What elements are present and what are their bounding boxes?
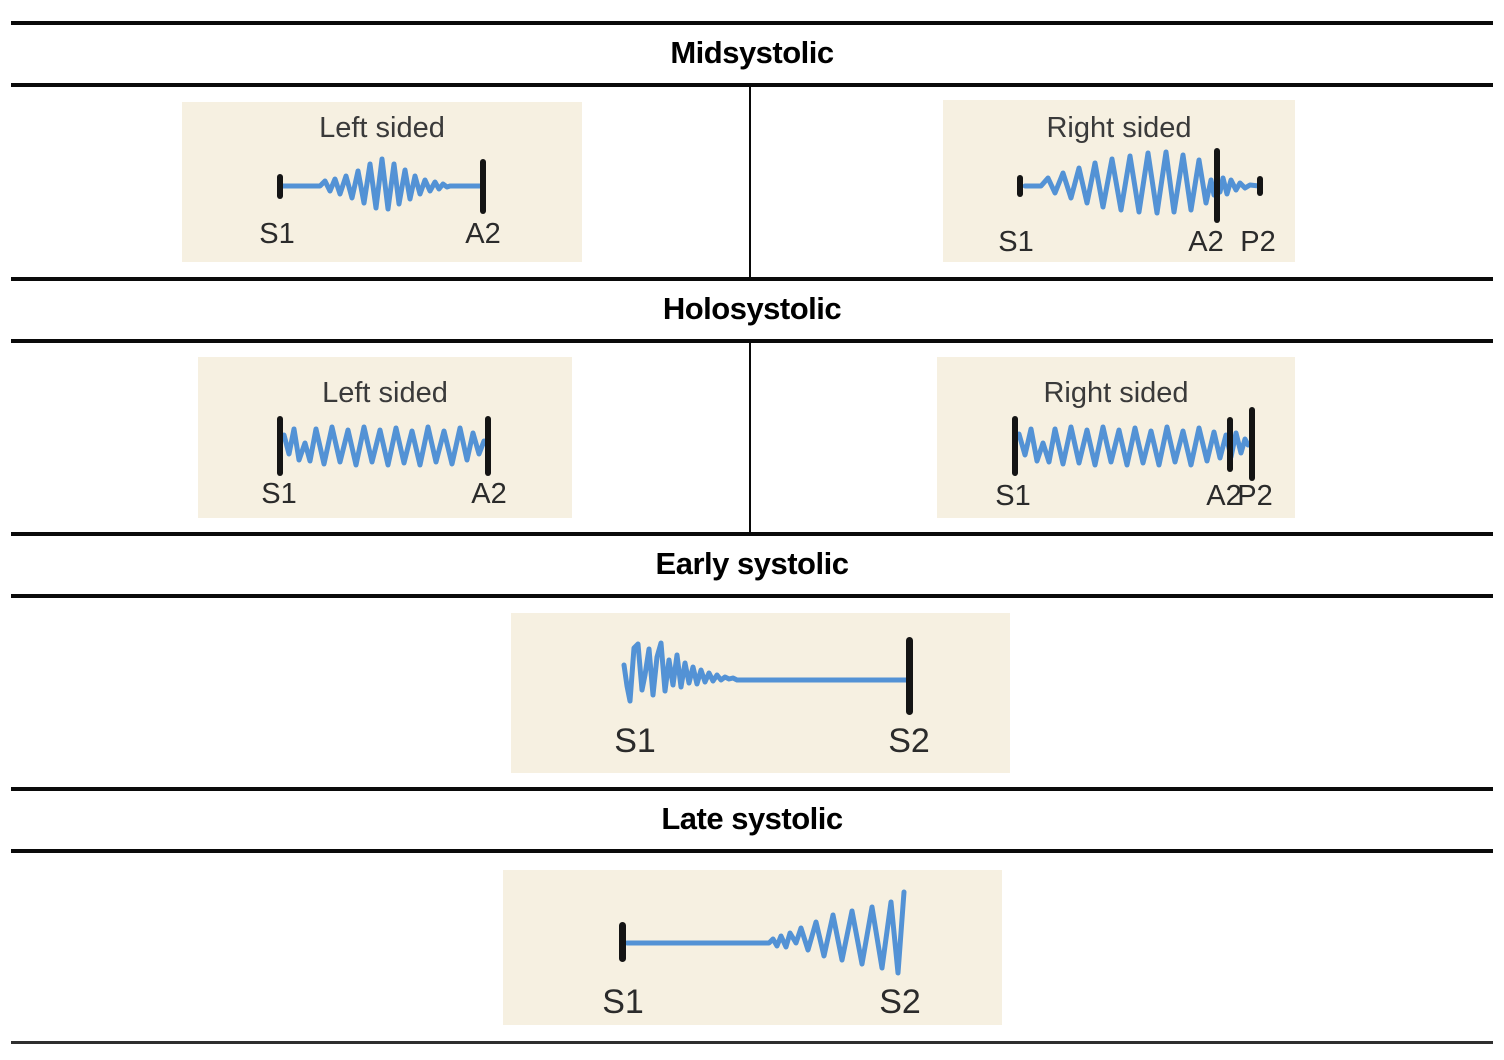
marker-label-a2: A2 — [1188, 226, 1224, 258]
panel-title: Right sided — [1043, 377, 1189, 409]
panel-title: Left sided — [322, 377, 448, 409]
waveform-midsystolic-left-crescendo-decrescendo — [277, 156, 486, 214]
waveform-early-systolic-decrescendo — [621, 637, 913, 715]
waveform-midsystolic-right-crescendo-decrescendo — [1017, 148, 1263, 223]
panel-early-systolic: S1 S2 — [511, 613, 1010, 773]
a2-mark — [1227, 417, 1233, 472]
horizontal-rule — [11, 21, 1493, 25]
s1-mark — [277, 416, 283, 476]
waveform-late-systolic-crescendo — [619, 889, 907, 976]
s1-mark — [619, 922, 626, 962]
marker-label-a2: A2 — [1206, 480, 1242, 512]
section-header-midsystolic: Midsystolic — [670, 35, 834, 70]
horizontal-rule — [11, 594, 1493, 598]
marker-label-s1: S1 — [998, 226, 1034, 258]
p2-mark — [1257, 176, 1263, 196]
horizontal-rule — [11, 787, 1493, 791]
marker-label-s1: S1 — [614, 722, 656, 760]
marker-label-s1: S1 — [602, 983, 644, 1021]
marker-label-p2: P2 — [1237, 480, 1273, 512]
waveform-holosystolic-left-uniform — [277, 416, 491, 476]
column-divider — [749, 343, 751, 532]
panel-title: Left sided — [319, 112, 445, 144]
s1-mark — [1017, 175, 1023, 197]
s2-mark — [906, 637, 913, 715]
section-header-early-systolic: Early systolic — [655, 546, 849, 581]
horizontal-rule — [11, 1041, 1493, 1044]
panel-title: Right sided — [1046, 112, 1192, 144]
a2-mark — [480, 159, 486, 214]
horizontal-rule — [11, 849, 1493, 853]
marker-label-s2: S2 — [879, 983, 921, 1021]
marker-label-a2: A2 — [465, 218, 501, 250]
section-header-holosystolic: Holosystolic — [662, 291, 842, 326]
a2-mark — [485, 416, 491, 476]
horizontal-rule — [11, 532, 1493, 536]
panel-midsystolic-left: Left sided S1 A2 — [182, 102, 582, 262]
horizontal-rule — [11, 83, 1493, 87]
marker-label-s2: S2 — [888, 722, 930, 760]
panel-late-systolic: S1 S2 — [503, 870, 1002, 1025]
panel-midsystolic-right: Right sided S1 A2 P2 — [943, 100, 1295, 262]
p2-mark — [1249, 407, 1255, 481]
horizontal-rule — [11, 339, 1493, 343]
marker-label-s1: S1 — [261, 478, 297, 510]
a2-mark — [1214, 148, 1220, 223]
panel-holosystolic-left: Left sided S1 A2 — [198, 357, 572, 518]
marker-label-a2: A2 — [471, 478, 507, 510]
s1-mark — [1012, 416, 1018, 476]
marker-label-s1: S1 — [259, 218, 295, 250]
marker-label-s1: S1 — [995, 480, 1031, 512]
section-header-late-systolic: Late systolic — [661, 801, 843, 836]
waveform-holosystolic-right-uniform — [1012, 407, 1255, 481]
marker-label-p2: P2 — [1240, 226, 1276, 258]
s1-mark — [277, 174, 283, 199]
column-divider — [749, 87, 751, 277]
panel-holosystolic-right: Right sided S1 A2 P2 — [937, 357, 1295, 518]
horizontal-rule — [11, 277, 1493, 281]
